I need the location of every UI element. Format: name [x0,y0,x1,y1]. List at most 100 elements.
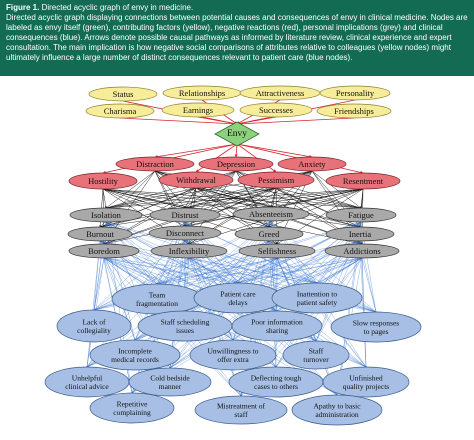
causal-arrow [156,257,190,285]
node-shape [277,156,347,172]
causal-arrow [103,257,239,284]
node-label: Inertia [349,229,371,239]
node-label: sharing [266,326,288,335]
node-shape [158,171,234,189]
causal-arrow [93,257,105,311]
node-successes: Successes [239,102,313,118]
node-shape [231,310,323,342]
node-label: Greed [259,229,281,239]
node-label: Personality [336,88,375,98]
node-shape [322,366,410,398]
causal-arrow [197,116,238,126]
causal-arrow [188,257,318,284]
causal-arrow [102,188,107,209]
node-label: Incomplete [118,346,152,355]
node-label: Charisma [104,106,137,116]
node-label: Status [113,89,134,99]
node-pessimism: Pessimism [237,171,315,189]
node-label: Inattention to [297,289,337,298]
node-shape [316,103,392,119]
node-earnings: Earnings [161,102,235,118]
node-label: Absenteeism [249,209,293,219]
node-hostility: Hostility [68,172,138,190]
node-label: Anxiety [298,159,326,169]
causal-arrow [99,188,364,228]
causal-arrow [105,188,364,209]
node-shape [89,339,181,371]
node-label: Slow responses [353,318,400,327]
node-label: medical records [111,355,159,364]
figure-description: Directed acyclic graph displaying connec… [6,13,468,62]
node-shape [149,207,221,223]
node-burnout: Burnout [67,226,133,242]
node-shape [238,243,316,259]
node-label: manner [159,382,182,391]
node-envy: Envy [214,121,260,147]
node-disconnect: Disconnect [148,225,222,241]
node-label: cases to others [254,382,298,391]
causal-arrow [103,188,364,245]
node-friendships: Friendships [316,103,392,119]
node-shape [330,311,422,343]
node-status: Status [88,86,158,102]
node-label: Distrust [172,210,200,220]
node-label: Envy [227,129,247,139]
node-shape [115,156,195,172]
node-label: Unwillingness to [207,346,258,355]
node-boredom: Boredom [68,243,140,259]
node-shape [325,226,395,242]
node-label: Hostility [88,176,119,186]
causal-arrow [184,188,364,209]
node-shape [88,86,158,102]
causal-arrow [236,116,277,126]
causal-arrow [275,187,362,209]
node-label: Repetitive [117,399,148,408]
node-depression: Depression [198,156,274,172]
node-shape [198,156,274,172]
causal-arrow [236,117,355,126]
node-shape [67,226,133,242]
node-shape [189,339,277,371]
causal-arrow [119,117,238,126]
node-personality: Personality [319,85,391,101]
causal-arrow [270,187,277,208]
node-withdrawal: Withdrawal [158,171,234,189]
node-label: Inflexibility [169,246,210,256]
node-shape [237,171,315,189]
node-attractiveness: Attractiveness [239,85,321,101]
node-label: Patient care [220,289,256,298]
node-label: issues [176,326,194,335]
causal-arrow [315,221,362,342]
figure-label: Figure 1. [6,3,40,12]
node-resentment: Resentment [325,172,401,190]
node-label: Team [149,290,166,299]
figure-title: Directed acyclic graph of envy in medici… [41,3,194,12]
node-label: Successes [259,105,293,115]
causal-arrow [105,170,156,209]
causal-arrow [105,221,136,341]
node-shape [325,207,397,223]
node-label: staff [234,410,248,419]
node-label: offer extra [217,355,249,364]
node-label: Boredom [88,246,120,256]
node-label: Withdrawal [176,175,216,185]
node-label: fragmentation [136,299,178,308]
node-label: Distraction [136,159,175,169]
node-label: Deflecting tough [251,373,302,382]
causal-arrow [105,187,277,209]
node-label: Staff [309,346,324,355]
node-inertia: Inertia [325,226,395,242]
node-inflexibility: Inflexibility [150,243,228,259]
node-label: quality projects [343,382,390,391]
causal-arrow [237,257,363,284]
node-shape [89,392,175,424]
